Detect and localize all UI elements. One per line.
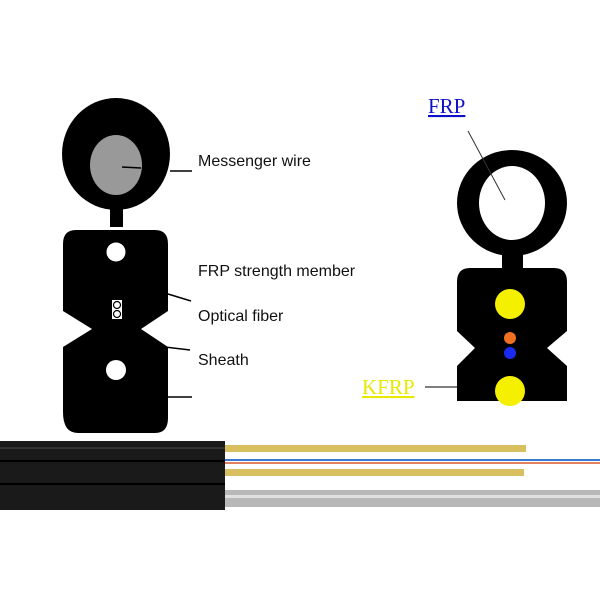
- fiber-orange-strand: [220, 462, 600, 464]
- label-optical-fiber: Optical fiber: [198, 308, 284, 325]
- frp-arrow: [467, 130, 506, 201]
- cable-photo: [0, 441, 600, 510]
- yellow-rod-top: [220, 445, 526, 452]
- label-kfrp: KFRP: [362, 375, 415, 399]
- label-sheath: Sheath: [198, 352, 249, 369]
- leader-line: [121, 166, 142, 169]
- kfrp-member-bottom: [495, 376, 525, 406]
- messenger-steel-wire: [220, 490, 600, 507]
- yellow-rod-bottom: [220, 469, 524, 476]
- cable-jacket: [0, 441, 225, 510]
- frp-core: [479, 166, 545, 240]
- jacket-groove: [0, 460, 225, 462]
- steel-highlight: [220, 495, 600, 498]
- fiber-blue: [504, 347, 516, 359]
- messenger-wire: [90, 135, 142, 195]
- cable-body: [63, 230, 168, 433]
- fiber-orange: [504, 332, 516, 344]
- optical-fiber-1: [112, 300, 122, 310]
- frp-hole-top: [106, 242, 126, 262]
- leader-line: [147, 344, 191, 351]
- label-messenger-wire: Messenger wire: [198, 153, 311, 170]
- neck: [110, 205, 123, 227]
- optical-fiber-2: [112, 309, 122, 319]
- leader-line: [167, 293, 192, 302]
- jacket-highlight: [0, 447, 225, 449]
- kfrp-member-top: [495, 289, 525, 319]
- label-frp-strength-member: FRP strength member: [198, 263, 356, 280]
- neck: [502, 252, 523, 272]
- fiber-blue-strand: [220, 459, 600, 461]
- right-cross-section: FRP KFRP: [362, 94, 567, 406]
- jacket-groove: [0, 483, 225, 485]
- frp-hole-bottom: [106, 360, 126, 380]
- label-frp: FRP: [428, 94, 465, 118]
- left-cross-section: Messenger wire FRP strength member Optic…: [62, 98, 356, 433]
- optical-fiber-box: [112, 300, 122, 319]
